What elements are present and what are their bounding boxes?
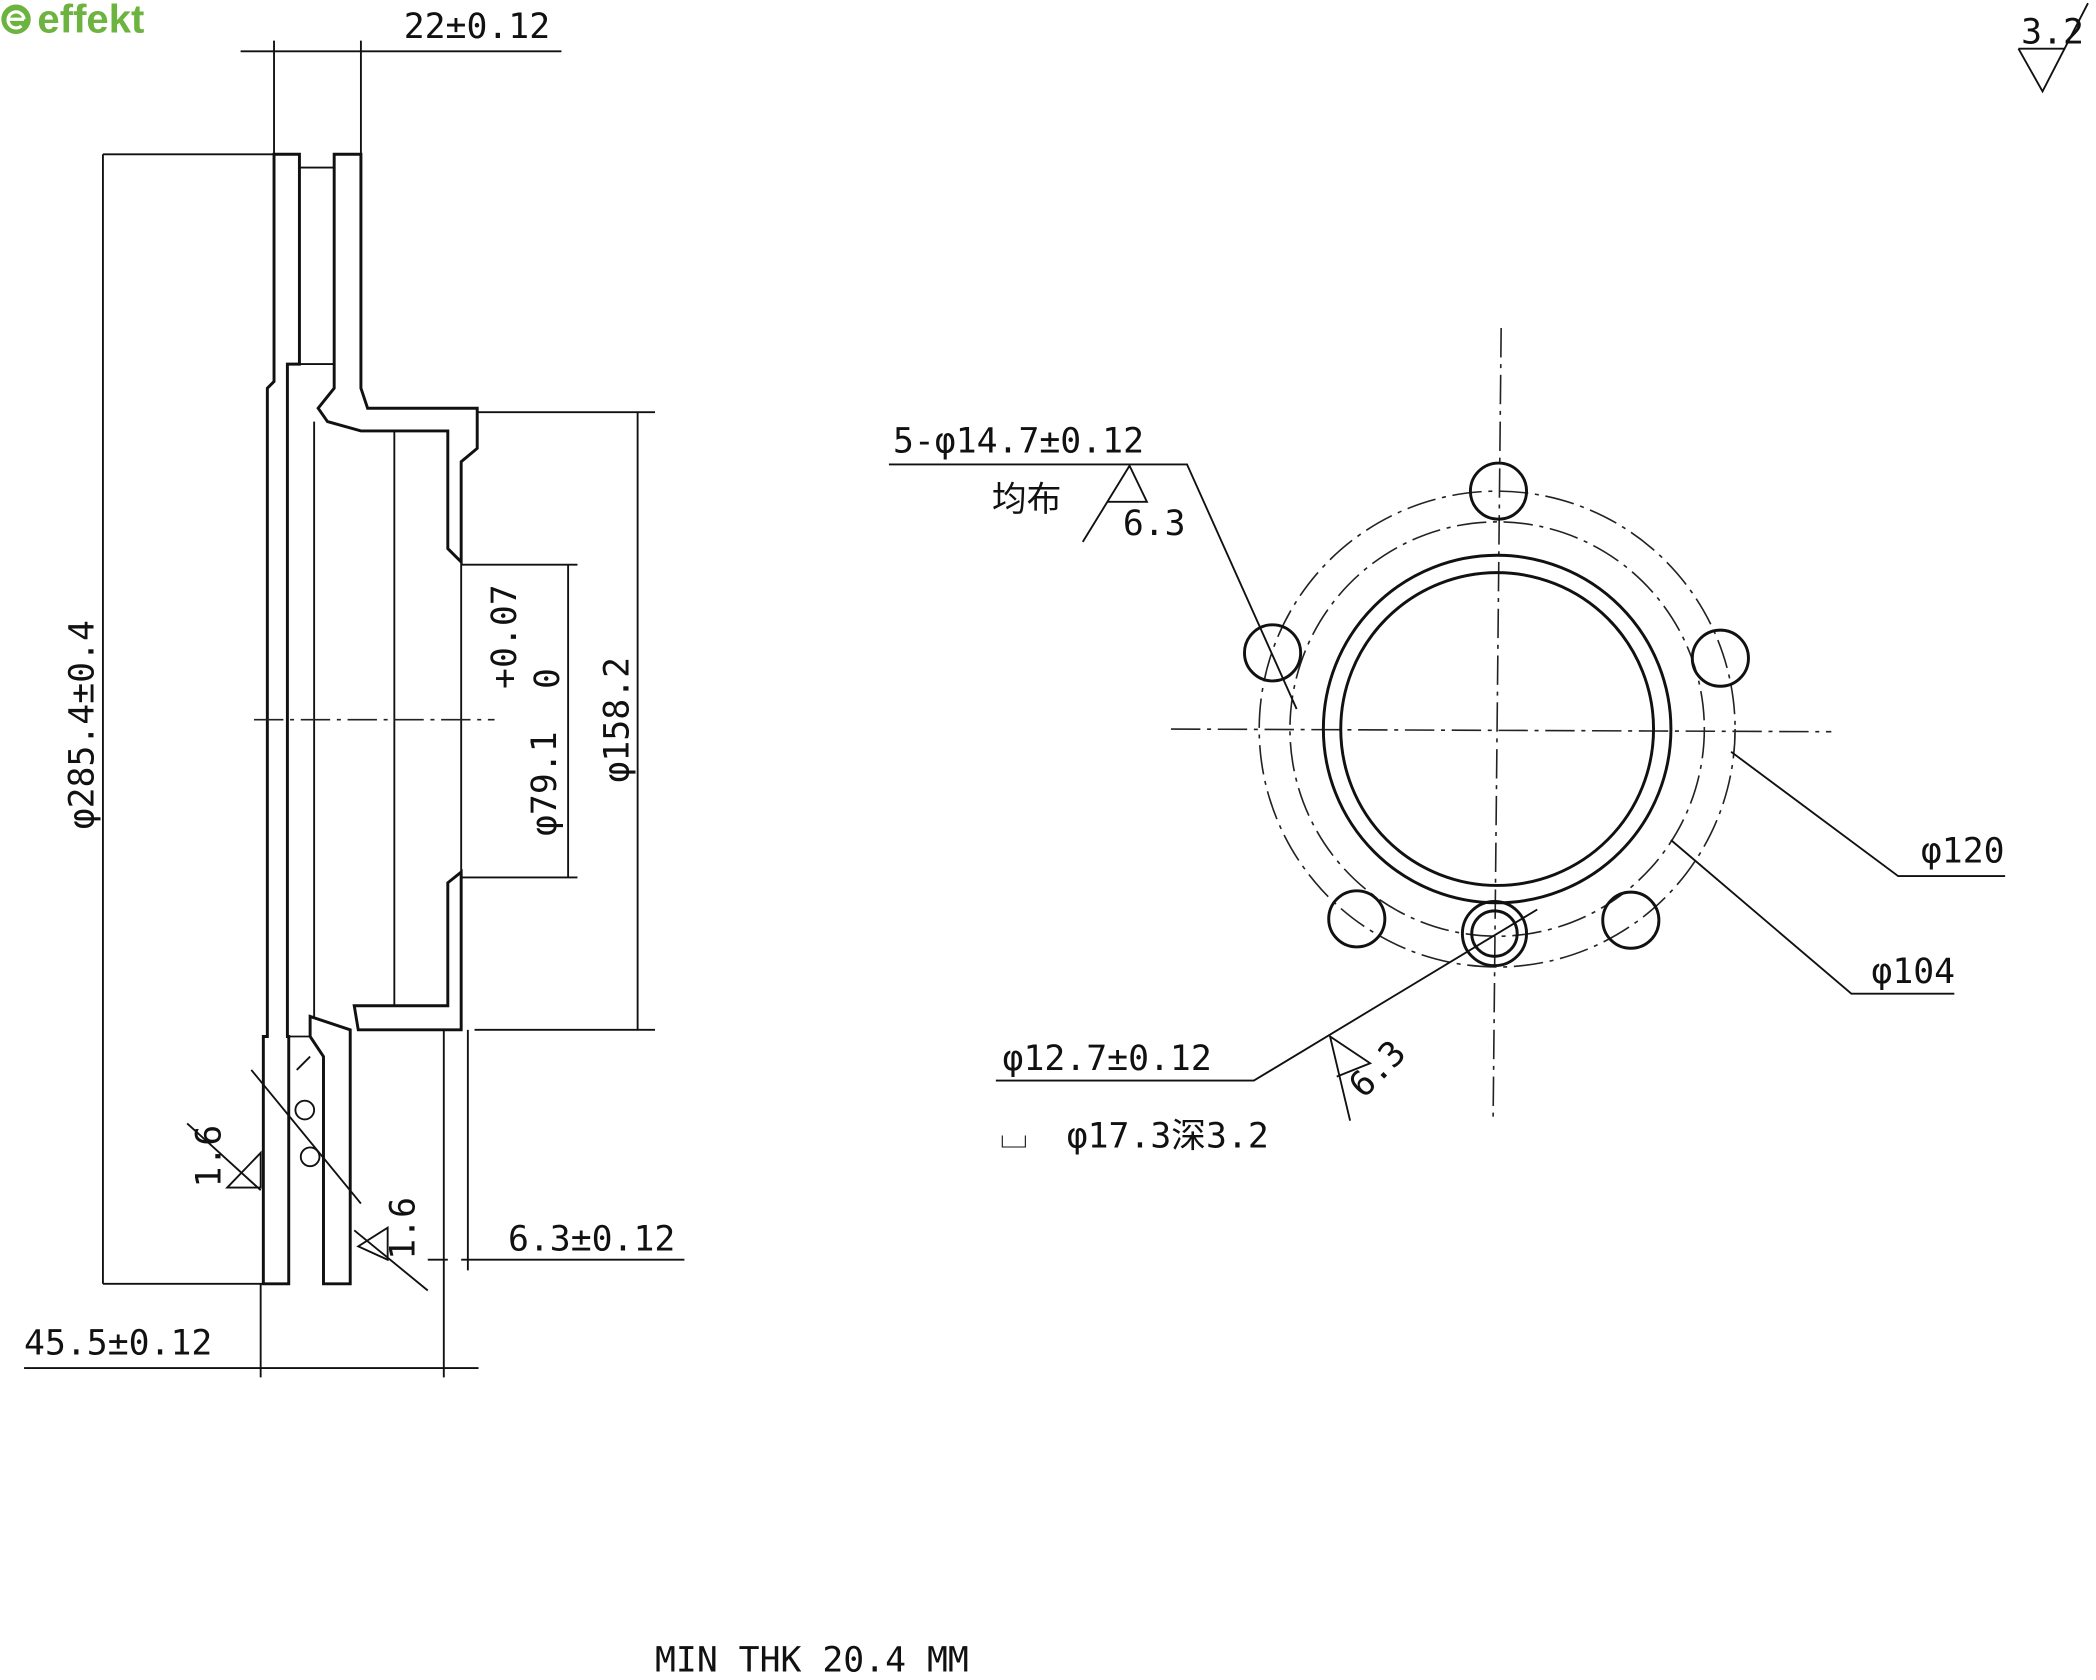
roughness-left-value: 1.6 xyxy=(190,1125,230,1188)
roughness-global-value: 3.2 xyxy=(2021,12,2084,52)
counterbore-label: φ17.3深3.2 xyxy=(1067,1116,1269,1156)
locator-hole-label: φ12.7±0.12 xyxy=(1003,1039,1212,1079)
bolt-holes-note: 均布 xyxy=(992,480,1062,520)
dim-center-bore-tol-upper: +0.07 xyxy=(485,584,525,689)
pcd-outer-label: φ120 xyxy=(1921,832,2005,872)
dim-hat-diameter: φ158.2 xyxy=(597,657,637,783)
locator-hole-counterbore xyxy=(1460,900,1529,968)
hub-inner-circle xyxy=(1339,571,1656,887)
dim-outer-diameter: φ285.4±0.4 xyxy=(63,620,103,829)
section-view: 22±0.12 φ285.4±0.4 φ158.2 φ79.1 +0.07 0 … xyxy=(24,7,685,1378)
footer-note: MIN THK 20.4 MM xyxy=(655,1640,969,1680)
dim-center-bore: φ79.1 xyxy=(525,731,565,836)
bolt-holes-label: 5-φ14.7±0.12 xyxy=(893,421,1144,461)
dim-offset: 45.5±0.12 xyxy=(24,1324,212,1364)
pcd-104-circle xyxy=(1289,521,1706,938)
bolt-holes xyxy=(1243,461,1750,950)
pcd-120-circle xyxy=(1258,490,1736,968)
brand-logo: effekt xyxy=(1,0,144,42)
roughness-symbol-global: 3.2 xyxy=(2017,2,2089,94)
locator-hole xyxy=(1470,909,1519,958)
dim-center-bore-tol-lower: 0 xyxy=(528,668,568,689)
dim-width-top: 22±0.12 xyxy=(404,7,550,47)
pcd-inner-label: φ104 xyxy=(1871,952,1955,992)
roughness-right-value: 1.6 xyxy=(383,1197,423,1260)
dim-hat-thickness: 6.3±0.12 xyxy=(508,1219,675,1259)
counterbore-symbol: ⌴ xyxy=(1000,1116,1028,1156)
bolt-roughness-value: 6.3 xyxy=(1123,504,1186,544)
roughness-symbol-right: 1.6 xyxy=(353,1197,429,1292)
front-view: 5-φ14.7±0.12 均布 6.3 φ120 φ104 φ12.7±0.12… xyxy=(888,328,2006,1156)
roughness-symbol-left: 1.6 xyxy=(186,1069,362,1205)
locator-roughness-value: 6.3 xyxy=(1342,1033,1415,1106)
logo-text: effekt xyxy=(37,0,144,42)
